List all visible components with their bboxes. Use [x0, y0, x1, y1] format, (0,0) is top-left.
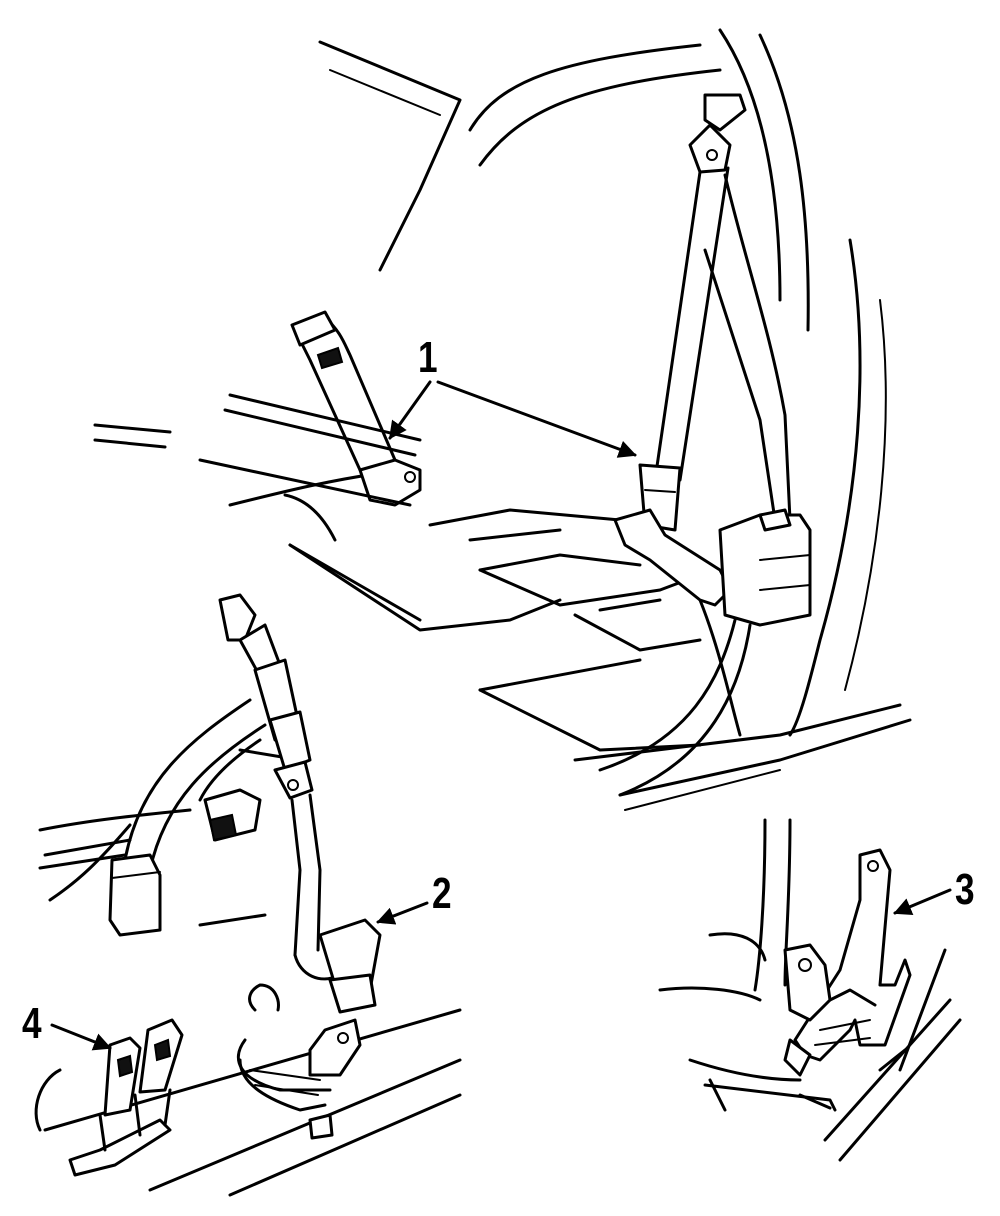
- front-shoulder-belt: [598, 93, 812, 797]
- callout-leaders: [50, 380, 952, 1051]
- rear-seat-belt-view: [34, 393, 462, 1197]
- callout-3: 3: [955, 865, 975, 914]
- callout-2: 2: [432, 869, 452, 918]
- rear-buckle-pair: [68, 1018, 184, 1177]
- front-interior-view: [228, 28, 912, 811]
- callout-1: 1: [418, 333, 438, 382]
- front-buckle-stalk: [290, 310, 422, 507]
- retractor-detail-view: [658, 818, 962, 1162]
- callout-4: 4: [22, 999, 42, 1048]
